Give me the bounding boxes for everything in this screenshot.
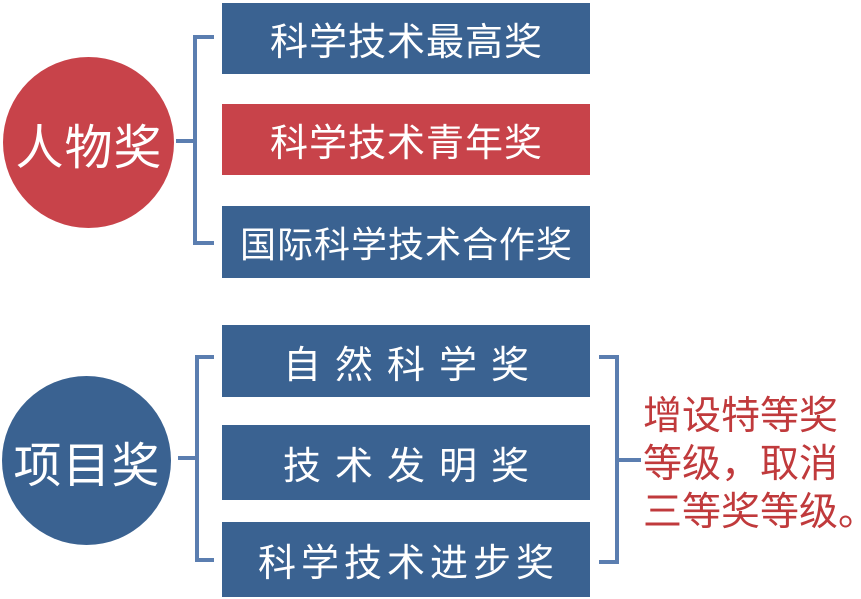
bracket-top-arm bbox=[195, 355, 214, 359]
award-box-label: 科学技术最高奖 bbox=[269, 22, 543, 64]
bracket-bottom-arm bbox=[193, 241, 214, 245]
bracket-vertical-line bbox=[193, 35, 197, 245]
award-box-intl-cooperation: 国际科学技术合作奖 bbox=[222, 206, 590, 278]
grade-change-annotation: 增设特等奖 等级，取消 三等奖等级。 bbox=[643, 393, 861, 537]
award-box-label: 国际科学技术合作奖 bbox=[239, 224, 573, 265]
bracket-top-arm bbox=[599, 355, 619, 359]
award-box-label: 自然科学奖 bbox=[282, 344, 543, 387]
award-box-label: 技术发明奖 bbox=[282, 446, 543, 488]
award-box-supreme-science-tech: 科学技术最高奖 bbox=[222, 3, 590, 74]
bracket-center-stub bbox=[178, 456, 195, 460]
bracket-center-stub bbox=[619, 458, 641, 462]
annotation-line: 三等奖等级。 bbox=[643, 491, 861, 534]
project-awards-label: 项目奖 bbox=[13, 439, 161, 493]
award-box-tech-invention: 技术发明奖 bbox=[222, 425, 590, 500]
award-box-sci-tech-progress: 科学技术进步奖 bbox=[222, 522, 590, 597]
person-awards-label: 人物奖 bbox=[15, 121, 163, 175]
bracket-bottom-arm bbox=[195, 558, 214, 562]
bracket-vertical-line bbox=[195, 355, 199, 562]
bracket-bottom-arm bbox=[599, 560, 619, 564]
award-box-natural-science: 自然科学奖 bbox=[222, 325, 590, 397]
annotation-line: 等级，取消 bbox=[643, 443, 839, 486]
annotation-line: 增设特等奖 bbox=[643, 395, 839, 438]
award-box-label: 科学技术青年奖 bbox=[269, 123, 543, 165]
person-awards-circle: 人物奖 bbox=[3, 57, 174, 228]
award-box-label: 科学技术进步奖 bbox=[257, 543, 559, 585]
project-awards-circle: 项目奖 bbox=[2, 376, 171, 545]
bracket-top-arm bbox=[193, 35, 214, 39]
bracket-vertical-line bbox=[615, 355, 619, 564]
award-box-youth-science-tech: 科学技术青年奖 bbox=[222, 104, 590, 175]
bracket-center-stub bbox=[176, 139, 193, 143]
